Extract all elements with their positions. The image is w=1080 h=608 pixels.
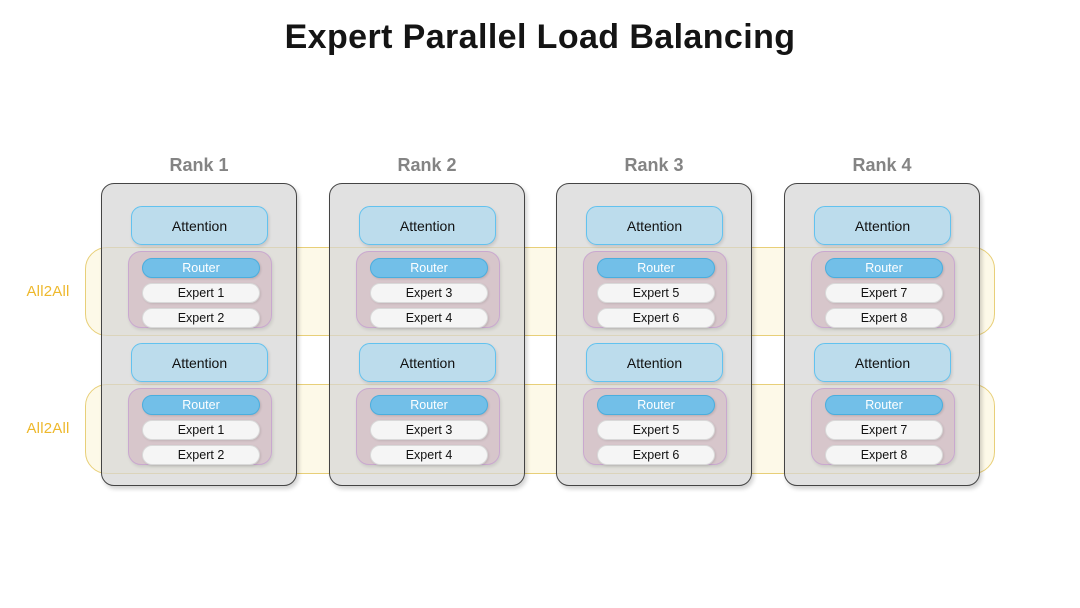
attention-block: Attention xyxy=(131,343,268,382)
router-block: Router xyxy=(370,395,488,415)
attention-block: Attention xyxy=(586,206,723,245)
rank-column-2: Rank 2 Attention Router Expert 3 Expert … xyxy=(329,155,525,486)
expert-block: Expert 2 xyxy=(142,308,260,328)
expert-block: Expert 6 xyxy=(597,445,715,465)
expert-block: Expert 8 xyxy=(825,308,943,328)
all2all-label-1: All2All xyxy=(26,283,70,300)
layer-stack-1: Attention Router Expert 1 Expert 2 Atten… xyxy=(101,183,297,486)
rank-label-3: Rank 3 xyxy=(624,155,684,175)
layer-stack-2: Attention Router Expert 3 Expert 4 Atten… xyxy=(329,183,525,486)
router-block: Router xyxy=(370,258,488,278)
rank-column-4: Rank 4 Attention Router Expert 7 Expert … xyxy=(784,155,980,486)
expert-block: Expert 4 xyxy=(370,445,488,465)
attention-block: Attention xyxy=(814,343,951,382)
router-block: Router xyxy=(597,258,715,278)
expert-block: Expert 3 xyxy=(370,420,488,440)
expert-block: Expert 7 xyxy=(825,283,943,303)
moe-block: Router Expert 3 Expert 4 xyxy=(356,388,500,465)
router-block: Router xyxy=(142,395,260,415)
expert-block: Expert 6 xyxy=(597,308,715,328)
rank-column-3: Rank 3 Attention Router Expert 5 Expert … xyxy=(556,155,752,486)
rank-label-2: Rank 2 xyxy=(397,155,457,175)
router-block: Router xyxy=(142,258,260,278)
moe-block: Router Expert 5 Expert 6 xyxy=(583,388,727,465)
expert-block: Expert 1 xyxy=(142,283,260,303)
expert-block: Expert 7 xyxy=(825,420,943,440)
attention-block: Attention xyxy=(359,206,496,245)
layer-stack-4: Attention Router Expert 7 Expert 8 Atten… xyxy=(784,183,980,486)
attention-block: Attention xyxy=(131,206,268,245)
attention-block: Attention xyxy=(359,343,496,382)
expert-block: Expert 4 xyxy=(370,308,488,328)
router-block: Router xyxy=(825,258,943,278)
attention-block: Attention xyxy=(814,206,951,245)
expert-block: Expert 3 xyxy=(370,283,488,303)
rank-label-4: Rank 4 xyxy=(852,155,912,175)
attention-block: Attention xyxy=(586,343,723,382)
expert-block: Expert 8 xyxy=(825,445,943,465)
rank-column-1: Rank 1 Attention Router Expert 1 Expert … xyxy=(101,155,297,486)
all2all-label-2: All2All xyxy=(26,420,70,437)
moe-block: Router Expert 7 Expert 8 xyxy=(811,388,955,465)
expert-block: Expert 2 xyxy=(142,445,260,465)
expert-block: Expert 5 xyxy=(597,283,715,303)
router-block: Router xyxy=(825,395,943,415)
moe-block: Router Expert 7 Expert 8 xyxy=(811,251,955,328)
layer-stack-3: Attention Router Expert 5 Expert 6 Atten… xyxy=(556,183,752,486)
router-block: Router xyxy=(597,395,715,415)
page-title: Expert Parallel Load Balancing xyxy=(284,18,796,56)
moe-block: Router Expert 3 Expert 4 xyxy=(356,251,500,328)
moe-block: Router Expert 1 Expert 2 xyxy=(128,251,272,328)
moe-block: Router Expert 1 Expert 2 xyxy=(128,388,272,465)
rank-label-1: Rank 1 xyxy=(169,155,229,175)
moe-block: Router Expert 5 Expert 6 xyxy=(583,251,727,328)
expert-block: Expert 5 xyxy=(597,420,715,440)
expert-block: Expert 1 xyxy=(142,420,260,440)
